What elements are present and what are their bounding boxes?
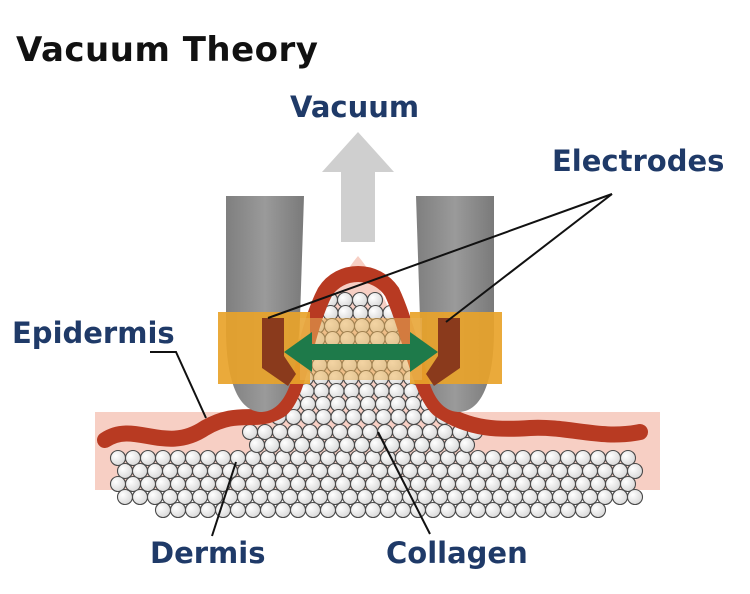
collagen-ball (323, 436, 341, 454)
epidermis-leader-line (150, 351, 207, 419)
collagen-ball (390, 408, 407, 426)
collagen-ball (259, 501, 277, 519)
collagen-ball (289, 501, 307, 519)
collagen-ball (424, 501, 442, 519)
collagen-ball (319, 501, 337, 519)
collagen-ball (131, 488, 149, 506)
collagen-ball (574, 501, 592, 519)
collagen-ball (308, 436, 326, 454)
collagen-ball (529, 501, 547, 519)
electrodes-label: Electrodes (552, 144, 725, 178)
collagen-ball (559, 501, 577, 519)
collagen-ball (244, 501, 262, 519)
collagen-ball (484, 501, 502, 519)
collagen-ball (589, 501, 607, 519)
collagen-ball (300, 408, 317, 426)
left-electrode (262, 318, 296, 386)
collagen-ball (443, 436, 461, 454)
collagen-ball (619, 475, 637, 493)
collagen-ball (405, 408, 422, 426)
collagen-ball (293, 436, 311, 454)
collagen-ball (338, 436, 356, 454)
collagen-ball (398, 436, 416, 454)
collagen-ball (544, 501, 562, 519)
vacuum-label: Vacuum (290, 90, 420, 124)
collagen-ball (263, 436, 281, 454)
collagen-ball (345, 408, 362, 426)
collagen-ball (439, 501, 457, 519)
collagen-ball (274, 501, 292, 519)
collagen-ball (428, 436, 446, 454)
collagen-ball (626, 488, 644, 506)
collagen-ball (499, 501, 517, 519)
collagen-ball (349, 501, 367, 519)
diagram-title: Vacuum Theory (16, 30, 319, 70)
collagen-ball (458, 436, 476, 454)
collagen-ball (353, 436, 371, 454)
collagen-ball (278, 436, 296, 454)
collagen-ball (619, 449, 637, 467)
dermis-leader-line (211, 461, 237, 537)
collagen-ball (454, 501, 472, 519)
collagen-ball (146, 488, 164, 506)
collagen-ball (514, 501, 532, 519)
electrodes-leader-line-1 (267, 193, 613, 319)
vacuum-arrow (322, 132, 394, 242)
collagen-ball (248, 436, 266, 454)
collagen-ball (304, 501, 322, 519)
epidermis-label: Epidermis (12, 316, 175, 350)
collagen-ball (229, 501, 247, 519)
right-electrode (426, 318, 460, 386)
collagen-ball (469, 501, 487, 519)
collagen-ball (315, 408, 332, 426)
epidermis-layer (97, 266, 648, 448)
dermis-label: Dermis (150, 536, 266, 570)
collagen-fibers (109, 291, 644, 519)
collagen-ball (360, 408, 377, 426)
collagen-ball (379, 501, 397, 519)
collagen-ball (154, 501, 172, 519)
collagen-ball (364, 501, 382, 519)
collagen-ball (611, 488, 629, 506)
collagen-ball (375, 408, 392, 426)
collagen-ball (394, 501, 412, 519)
collagen-leader-line (377, 431, 431, 535)
electrodes-leader-line-2 (445, 193, 613, 323)
collagen-label: Collagen (386, 536, 528, 570)
current-arrow (284, 332, 438, 372)
collagen-ball (184, 501, 202, 519)
collagen-ball (330, 408, 347, 426)
collagen-ball (334, 501, 352, 519)
collagen-ball (169, 501, 187, 519)
collagen-ball (413, 436, 431, 454)
collagen-ball (199, 501, 217, 519)
collagen-ball (116, 488, 134, 506)
collagen-ball (626, 462, 644, 480)
